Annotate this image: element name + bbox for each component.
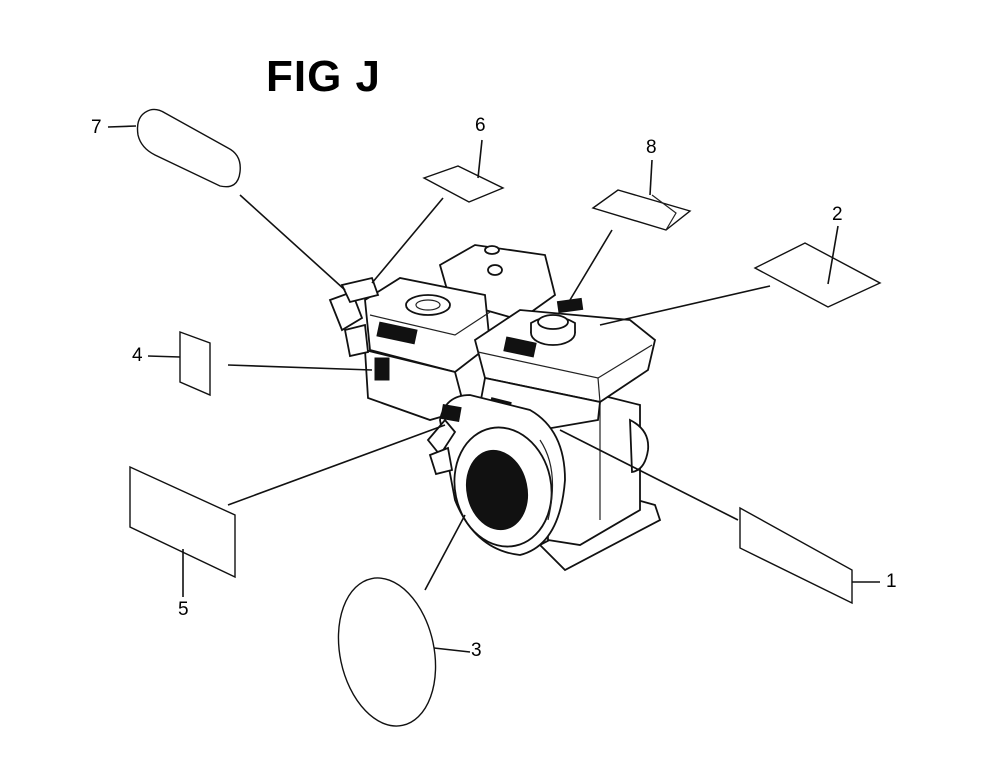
decal-part-1 (739, 506, 853, 605)
decal-part-5 (129, 465, 236, 579)
callout-2: 2 (832, 204, 843, 225)
decal-part-3 (337, 577, 437, 727)
callout-6: 6 (475, 115, 486, 136)
decal-part-6 (422, 165, 505, 203)
leader-lines (107, 125, 880, 653)
callout-3: 3 (471, 640, 482, 661)
callout-5: 5 (178, 599, 189, 620)
engine-illustration (328, 244, 662, 572)
decal-part-7 (136, 108, 241, 188)
figure-title: FIG J (266, 52, 382, 101)
decal-part-4 (179, 330, 211, 397)
decal-part-8 (591, 189, 692, 231)
callout-4: 4 (132, 345, 143, 366)
callout-1: 1 (886, 571, 897, 592)
callout-7: 7 (91, 117, 102, 138)
decal-part-2 (753, 242, 882, 308)
callout-8: 8 (646, 137, 657, 158)
